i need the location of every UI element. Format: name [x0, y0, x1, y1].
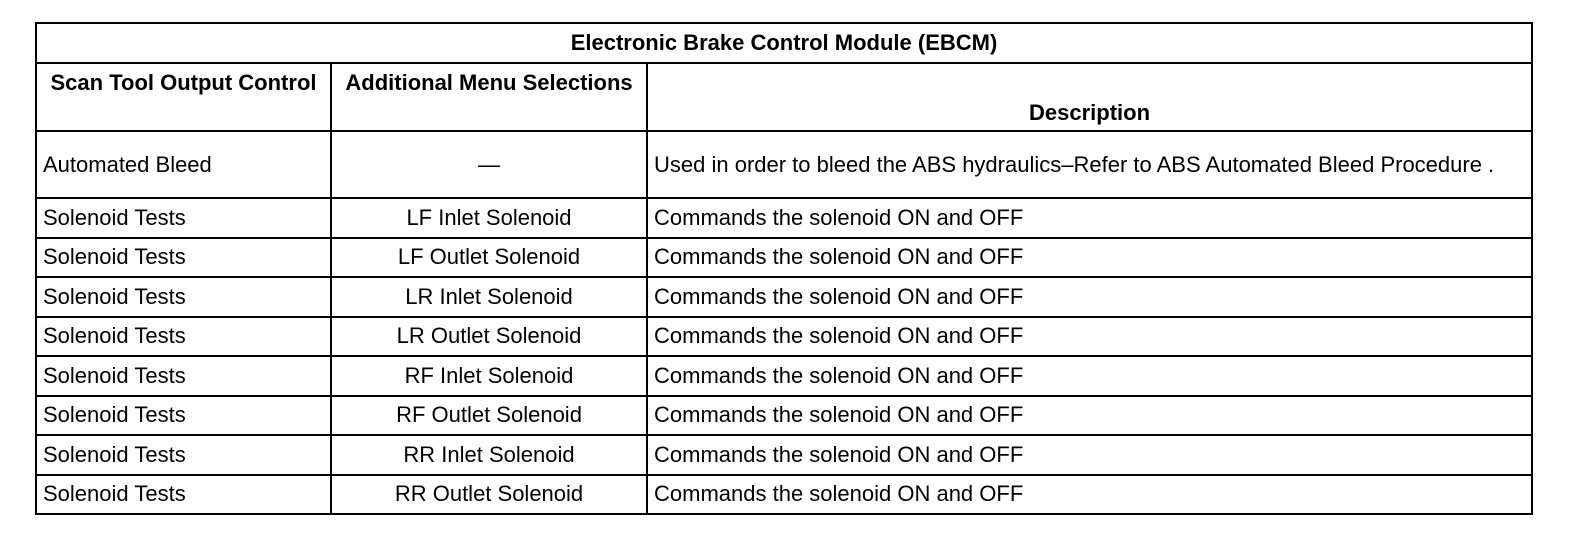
- cell-control: Solenoid Tests: [35, 315, 332, 357]
- cell-control: Solenoid Tests: [35, 236, 332, 278]
- table-row: Solenoid Tests RF Inlet Solenoid Command…: [35, 355, 1534, 397]
- cell-description: Used in order to bleed the ABS hydraulic…: [645, 130, 1534, 199]
- table-row: Solenoid Tests RF Outlet Solenoid Comman…: [35, 394, 1534, 436]
- cell-selection: LF Outlet Solenoid: [330, 236, 648, 278]
- cell-description: Commands the solenoid ON and OFF: [645, 276, 1534, 318]
- cell-selection: LR Inlet Solenoid: [330, 276, 648, 318]
- header-scan-tool-output-control: Scan Tool Output Control: [35, 62, 332, 132]
- ebcm-table-container: Electronic Brake Control Module (EBCM) S…: [34, 22, 1534, 515]
- cell-selection: —: [330, 130, 648, 199]
- cell-control: Solenoid Tests: [35, 197, 332, 239]
- cell-control: Automated Bleed: [35, 130, 332, 199]
- cell-control: Solenoid Tests: [35, 473, 332, 515]
- cell-selection: LF Inlet Solenoid: [330, 197, 648, 239]
- cell-selection: RR Inlet Solenoid: [330, 434, 648, 476]
- cell-description: Commands the solenoid ON and OFF: [645, 355, 1534, 397]
- cell-selection: LR Outlet Solenoid: [330, 315, 648, 357]
- table-row: Solenoid Tests RR Outlet Solenoid Comman…: [35, 473, 1534, 515]
- cell-description: Commands the solenoid ON and OFF: [645, 315, 1534, 357]
- table-header-row: Scan Tool Output Control Additional Menu…: [35, 62, 1534, 132]
- table-title-row: Electronic Brake Control Module (EBCM): [34, 22, 1534, 64]
- cell-description: Commands the solenoid ON and OFF: [645, 197, 1534, 239]
- cell-control: Solenoid Tests: [35, 276, 332, 318]
- cell-description: Commands the solenoid ON and OFF: [645, 473, 1534, 515]
- table-row: Solenoid Tests RR Inlet Solenoid Command…: [35, 434, 1534, 476]
- table-row: Solenoid Tests LR Outlet Solenoid Comman…: [35, 315, 1534, 357]
- cell-description: Commands the solenoid ON and OFF: [645, 394, 1534, 436]
- cell-control: Solenoid Tests: [35, 434, 332, 476]
- ebcm-table: Electronic Brake Control Module (EBCM) S…: [34, 22, 1534, 515]
- header-description: Description: [645, 62, 1534, 132]
- table-row: Solenoid Tests LR Inlet Solenoid Command…: [35, 276, 1534, 318]
- header-additional-menu-selections: Additional Menu Selections: [330, 62, 648, 132]
- table-row: Solenoid Tests LF Inlet Solenoid Command…: [35, 197, 1534, 239]
- table-row: Solenoid Tests LF Outlet Solenoid Comman…: [35, 236, 1534, 278]
- cell-selection: RR Outlet Solenoid: [330, 473, 648, 515]
- table-row: Automated Bleed — Used in order to bleed…: [35, 130, 1534, 199]
- cell-control: Solenoid Tests: [35, 355, 332, 397]
- cell-selection: RF Inlet Solenoid: [330, 355, 648, 397]
- table-title: Electronic Brake Control Module (EBCM): [34, 22, 1534, 64]
- cell-description: Commands the solenoid ON and OFF: [645, 236, 1534, 278]
- cell-control: Solenoid Tests: [35, 394, 332, 436]
- cell-selection: RF Outlet Solenoid: [330, 394, 648, 436]
- cell-description: Commands the solenoid ON and OFF: [645, 434, 1534, 476]
